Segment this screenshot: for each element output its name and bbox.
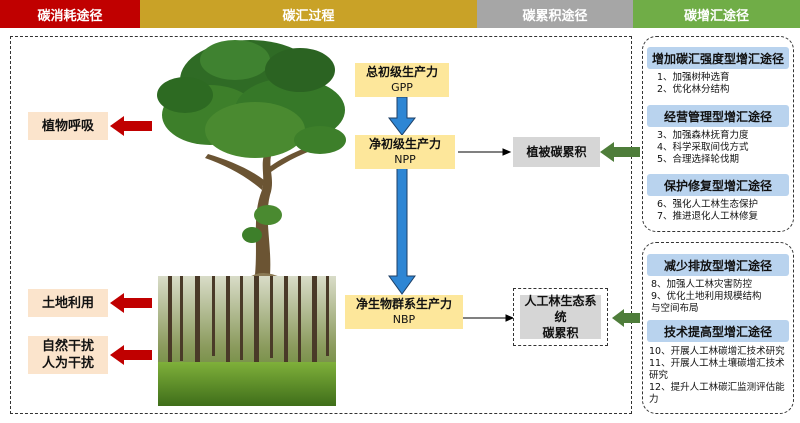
pathway-item: 12、提升人工林碳汇监测评估能 [649, 382, 785, 393]
main-frame [10, 36, 632, 414]
disturbance-box: 自然干扰 人为干扰 [28, 336, 108, 374]
pathway-items-5: 10、开展人工林碳增汇技术研究 11、开展人工林土壤碳增汇技术 研究 12、提升… [649, 346, 793, 406]
pathway-item: 6、强化人工林生态保护 [657, 199, 759, 210]
nbp-abbr: NBP [392, 313, 416, 326]
disturbance-line2: 人为干扰 [41, 356, 94, 371]
pathway-title-5: 技术提高型增汇途径 [647, 320, 789, 342]
pathway-item: 2、优化林分结构 [657, 84, 730, 95]
pathway-title-3: 保护修复型增汇途径 [647, 174, 789, 196]
tree-icon [157, 40, 346, 278]
blue-arrow-gpp-npp [387, 96, 417, 136]
gpp-label: 总初级生产力 [365, 65, 438, 79]
header-consumption: 碳消耗途径 [0, 0, 140, 28]
arrow-npp-vegetation [458, 148, 512, 156]
red-arrow-respiration [110, 116, 152, 136]
pathway-panel-2 [642, 242, 794, 414]
green-arrow-ecosystem [612, 309, 640, 327]
pathway-item: 10、开展人工林碳增汇技术研究 [649, 346, 785, 357]
pathway-item: 7、推进退化人工林修复 [657, 211, 759, 222]
header-increase: 碳增汇途径 [633, 0, 800, 28]
pathway-panel-1 [642, 36, 794, 232]
nbp-box: 净生物群系生产力 NBP [345, 295, 463, 329]
disturbance-line1: 自然干扰 [41, 339, 94, 354]
pathway-item: 3、加强森林抚育力度 [657, 130, 749, 141]
land-use-box: 土地利用 [28, 289, 108, 317]
pathway-items-2: 3、加强森林抚育力度 4、科学采取间伐方式 5、合理选择轮伐期 [657, 130, 792, 166]
ecosystem-line1: 人工林生态系统 [524, 294, 597, 324]
header-process: 碳汇过程 [140, 0, 477, 28]
npp-box: 净初级生产力 NPP [355, 135, 455, 169]
pathway-item: 4、科学采取间伐方式 [657, 142, 749, 153]
ecosystem-accumulation-frame: 人工林生态系统 碳累积 [513, 288, 608, 346]
pathway-item: 8、加强人工林灾害防控 [651, 279, 753, 290]
arrow-nbp-ecosystem [460, 314, 515, 322]
pathway-items-3: 6、强化人工林生态保护 7、推进退化人工林修复 [657, 199, 792, 223]
gpp-box: 总初级生产力 GPP [355, 63, 449, 97]
pathway-item: 11、开展人工林土壤碳增汇技术 [649, 358, 785, 369]
pathway-item: 5、合理选择轮伐期 [657, 154, 740, 165]
forest-photo [158, 276, 336, 406]
pathway-item: 力 [649, 394, 659, 405]
gpp-abbr: GPP [391, 81, 413, 94]
pathway-title-2: 经营管理型增汇途径 [647, 105, 789, 127]
red-arrow-disturbance [110, 345, 152, 365]
pathway-title-4: 减少排放型增汇途径 [647, 254, 789, 276]
pathway-item: 9、优化土地利用规模结构 [651, 291, 762, 302]
green-arrow-vegetation [600, 142, 640, 162]
ecosystem-line2: 碳累积 [542, 326, 579, 340]
red-arrow-land-use [110, 293, 152, 313]
pathway-item: 与空间布局 [651, 303, 699, 314]
npp-abbr: NPP [394, 153, 416, 166]
pathway-item: 1、加强树种选育 [657, 72, 730, 83]
pathway-items-4: 8、加强人工林灾害防控 9、优化土地利用规模结构 与空间布局 [651, 279, 792, 315]
pathway-title-1: 增加碳汇强度型增汇途径 [647, 47, 789, 69]
pathway-items-1: 1、加强树种选育 2、优化林分结构 [657, 72, 792, 96]
nbp-label: 净生物群系生产力 [355, 297, 452, 311]
npp-label: 净初级生产力 [368, 137, 441, 151]
ecosystem-accumulation-box: 人工林生态系统 碳累积 [520, 294, 601, 340]
blue-arrow-npp-nbp [388, 167, 416, 295]
header-accumulation: 碳累积途径 [477, 0, 633, 28]
pathway-item: 研究 [649, 370, 669, 381]
respiration-box: 植物呼吸 [28, 112, 108, 140]
vegetation-accumulation-box: 植被碳累积 [513, 137, 600, 167]
